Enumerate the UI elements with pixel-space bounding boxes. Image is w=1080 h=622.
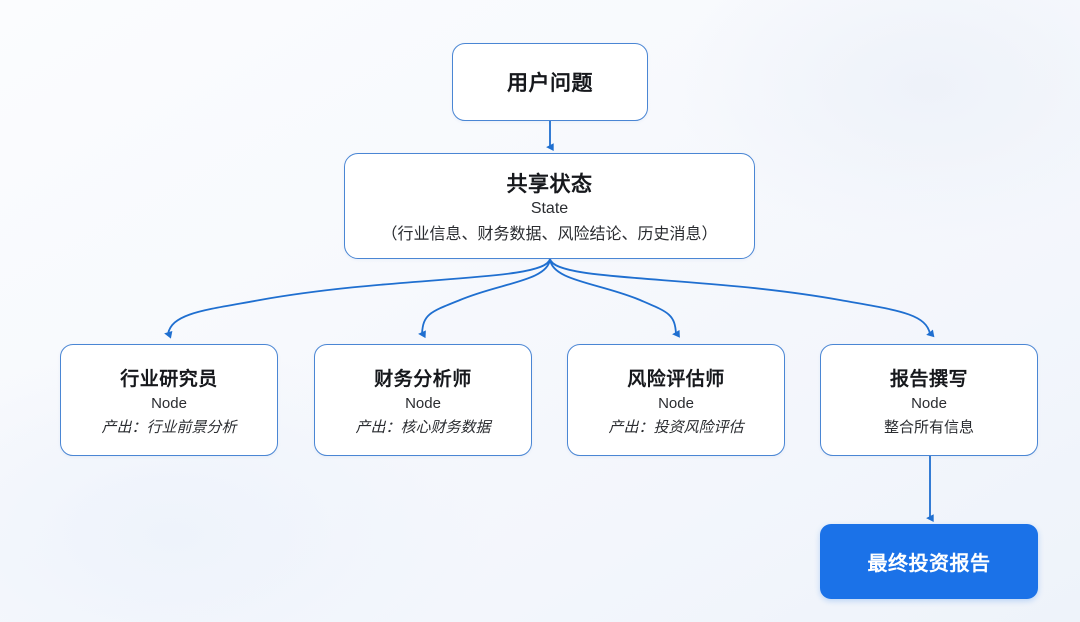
node-report-writer-subtitle: Node xyxy=(911,394,947,412)
node-financial-analyst-title: 财务分析师 xyxy=(374,368,472,390)
node-report-writer-title: 报告撰写 xyxy=(889,368,968,390)
node-industry-researcher-output: 产出：行业前景分析 xyxy=(101,418,237,436)
node-user-question[interactable]: 用户问题 xyxy=(452,43,648,121)
node-risk-assessor[interactable]: 风险评估师 Node 产出：投资风险评估 xyxy=(567,344,785,456)
node-shared-state-title: 共享状态 xyxy=(506,173,593,196)
node-shared-state-detail: （行业信息、财务数据、风险结论、历史消息） xyxy=(381,226,718,243)
node-industry-researcher-title: 行业研究员 xyxy=(120,368,218,390)
node-risk-assessor-subtitle: Node xyxy=(658,394,694,412)
edge-shared-state-to-report-writer xyxy=(549,258,935,338)
node-final-report-title: 最终投资报告 xyxy=(867,553,991,575)
node-risk-assessor-output: 产出：投资风险评估 xyxy=(608,418,744,436)
node-industry-researcher-subtitle: Node xyxy=(151,394,187,412)
node-shared-state-subtitle: State xyxy=(530,200,569,217)
node-report-writer[interactable]: 报告撰写 Node 整合所有信息 xyxy=(820,344,1038,456)
edge-shared-state-to-risk-assessor xyxy=(549,258,680,338)
node-financial-analyst[interactable]: 财务分析师 Node 产出：核心财务数据 xyxy=(314,344,532,456)
node-industry-researcher[interactable]: 行业研究员 Node 产出：行业前景分析 xyxy=(60,344,278,456)
node-risk-assessor-title: 风险评估师 xyxy=(627,368,725,390)
node-report-writer-output: 整合所有信息 xyxy=(883,418,974,436)
edge-shared-state-to-industry-researcher xyxy=(164,258,551,339)
node-shared-state[interactable]: 共享状态 State （行业信息、财务数据、风险结论、历史消息） xyxy=(344,153,755,259)
node-financial-analyst-output: 产出：核心财务数据 xyxy=(355,418,491,436)
node-financial-analyst-subtitle: Node xyxy=(405,394,441,412)
node-final-report[interactable]: 最终投资报告 xyxy=(820,524,1038,599)
edge-shared-state-to-financial-analyst xyxy=(418,258,551,339)
node-user-question-title: 用户问题 xyxy=(507,72,593,95)
